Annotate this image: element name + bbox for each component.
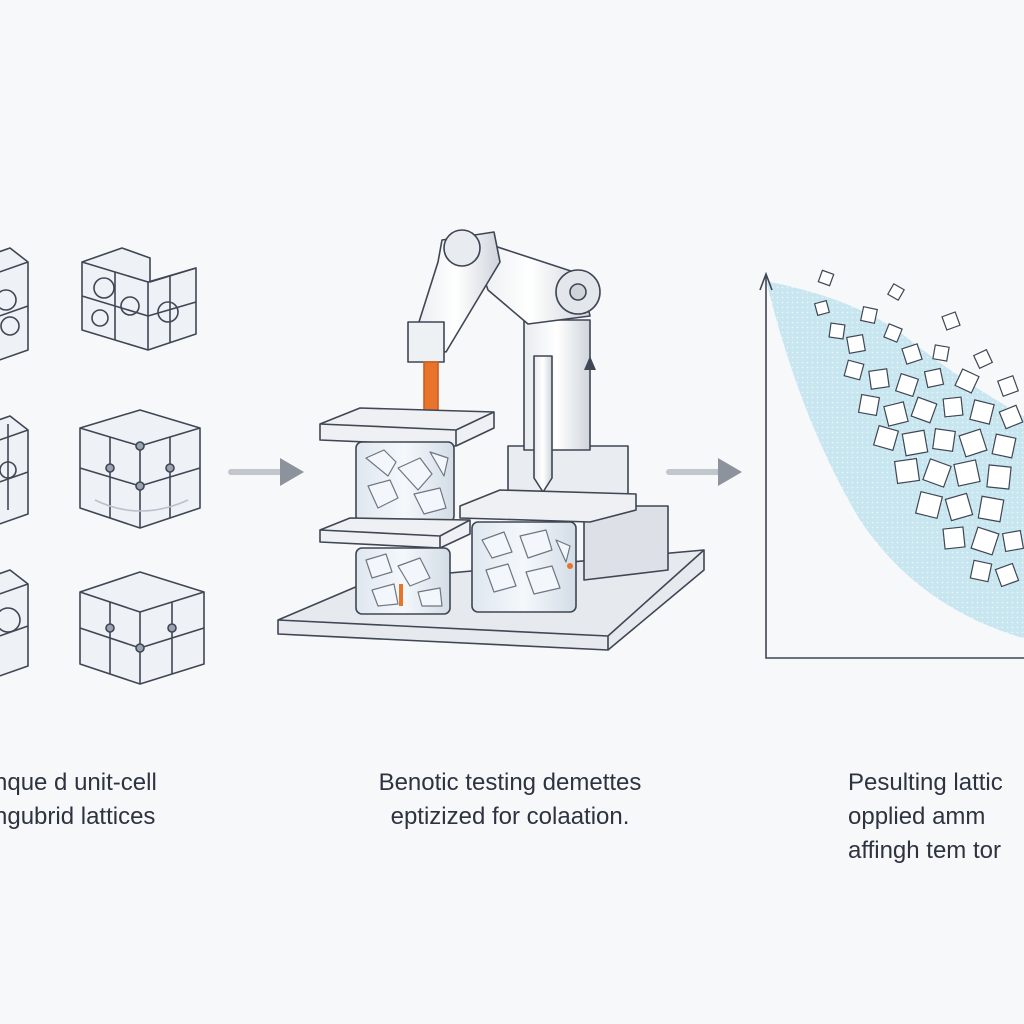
lattice-cube-icon — [79, 571, 205, 685]
caption-line: eptizized for colaation. — [390, 803, 630, 830]
lattice-cube-icon — [0, 415, 29, 525]
robotic-test-rig — [277, 229, 705, 651]
lattice-cube-icon — [0, 247, 29, 361]
caption-unit-cells: nque d unit-cell hgubrid lattices — [0, 766, 157, 834]
particle-cluster — [813, 269, 1024, 588]
lattice-cube-icon — [81, 247, 197, 351]
caption-line: nque d unit-cell — [0, 769, 157, 796]
caption-line: opplied amm — [848, 803, 986, 830]
robotic-arm-icon — [407, 229, 601, 415]
lattice-cube-icon — [79, 409, 201, 529]
caption-resulting-lattice: Pesulting lattic opplied amm affingh tem… — [848, 766, 1003, 868]
lattice-grid — [0, 247, 205, 685]
right-arrow-icon — [666, 458, 742, 486]
caption-robotic-testing: Benotic testing demettes eptizized for c… — [320, 766, 700, 834]
caption-line: Pesulting lattic — [848, 769, 1003, 796]
result-plot — [759, 269, 1024, 659]
right-arrow-icon — [228, 458, 304, 486]
lattice-cube-icon — [0, 569, 29, 677]
caption-line: hgubrid lattices — [0, 803, 156, 830]
distribution-band — [766, 280, 1024, 639]
caption-line: Benotic testing demettes — [378, 769, 642, 796]
plot-axes — [765, 276, 1024, 659]
caption-line: affingh tem tor — [848, 837, 1001, 864]
